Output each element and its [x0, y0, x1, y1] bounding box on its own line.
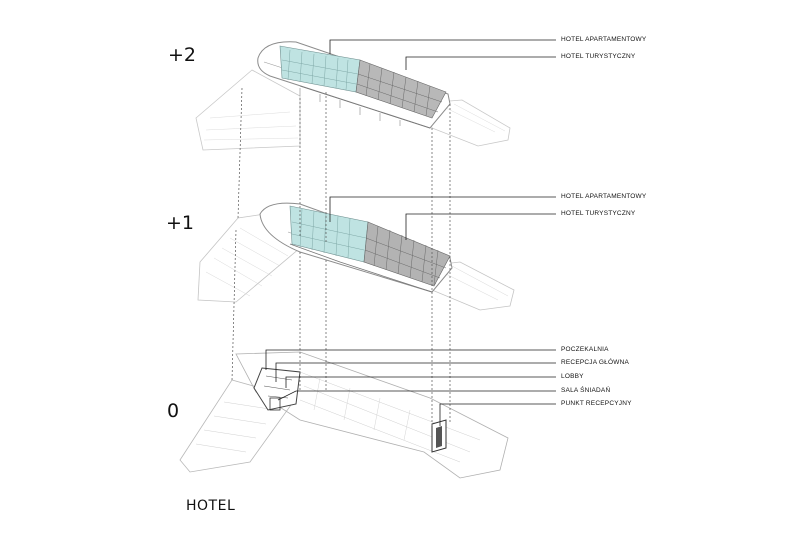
- level-label-plus-1: +1: [166, 212, 195, 234]
- floor-plate-level-0: [179, 351, 509, 479]
- callout-apartment-hotel-level-2: HOTEL APARTAMENTOWY: [561, 36, 647, 43]
- diagram-caption: HOTEL: [186, 498, 236, 514]
- callout-reception-point: PUNKT RECEPCYJNY: [561, 400, 632, 407]
- callout-waiting-room: POCZEKALNIA: [561, 346, 609, 353]
- tourist-hotel-zone-level-2: [355, 59, 447, 119]
- level-label-plus-2: +2: [168, 44, 197, 66]
- callout-lobby: LOBBY: [561, 373, 584, 380]
- level-label-ground: 0: [167, 400, 180, 422]
- projection-lines: [231, 87, 451, 426]
- apartment-hotel-zone-level-2: [279, 45, 361, 93]
- callout-apartment-hotel-level-1: HOTEL APARTAMENTOWY: [561, 193, 647, 200]
- callout-tourist-hotel-level-2: HOTEL TURYSTYCZNY: [561, 53, 636, 60]
- leader-lines: [265, 39, 556, 426]
- tourist-hotel-zone-level-1: [363, 221, 451, 287]
- callout-breakfast-room: SALA ŚNIADAŃ: [561, 387, 611, 394]
- callout-tourist-hotel-level-1: HOTEL TURYSTYCZNY: [561, 210, 636, 217]
- callout-main-reception: RECEPCJA GŁÓWNA: [561, 359, 630, 366]
- floor-plate-level-2: [195, 41, 511, 151]
